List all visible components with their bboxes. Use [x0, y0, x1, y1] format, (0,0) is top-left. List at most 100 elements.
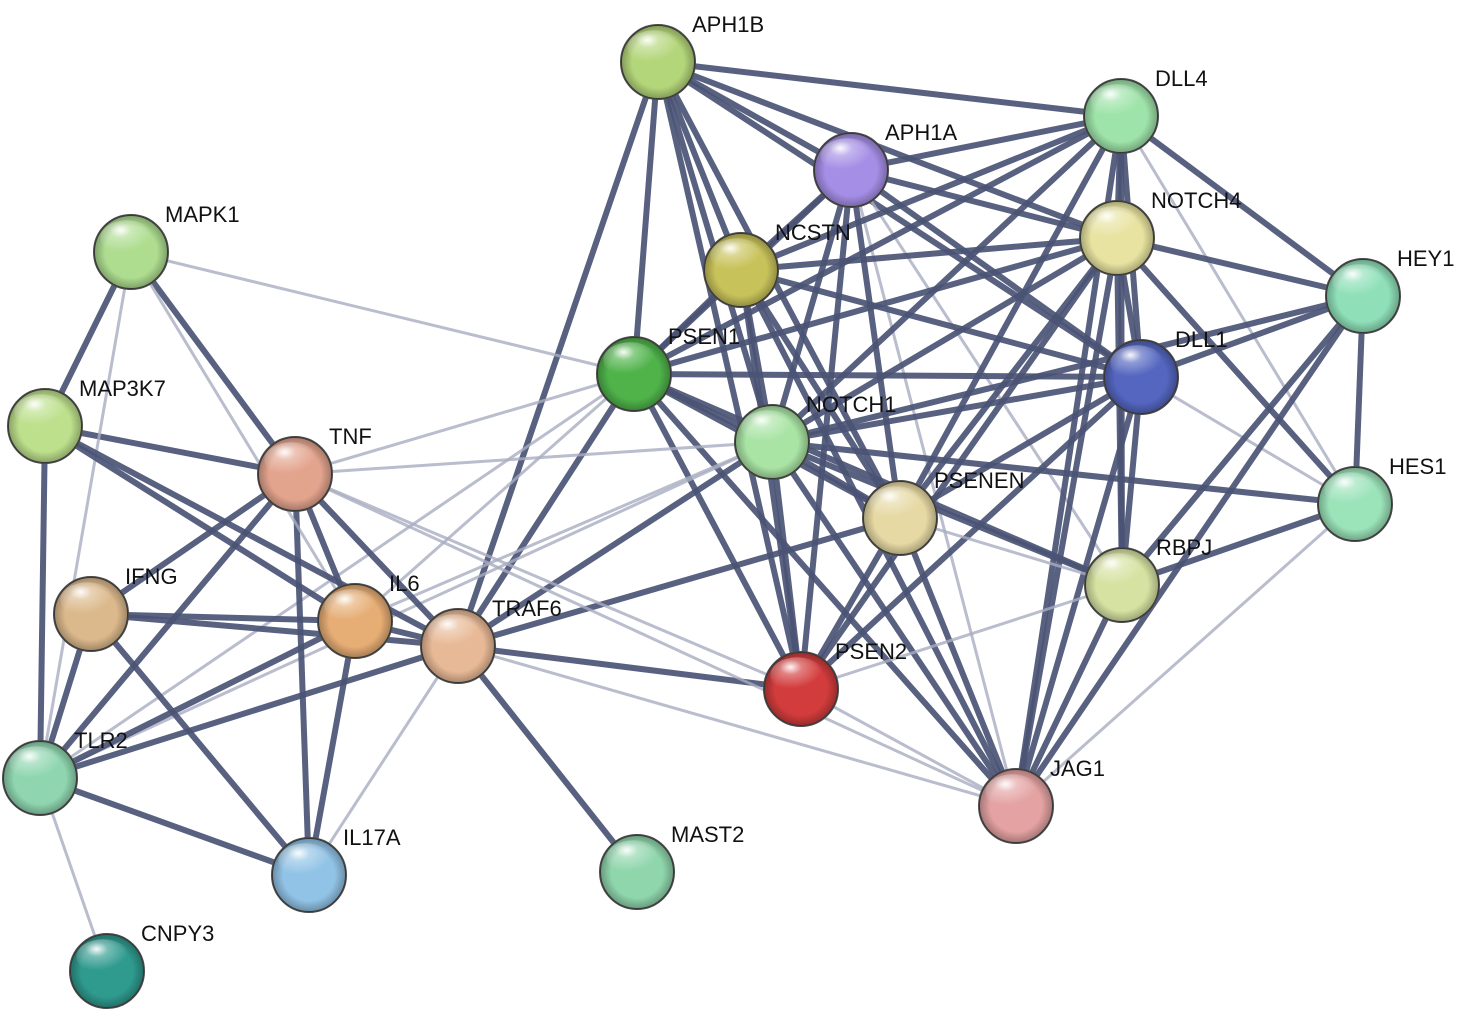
- node-ifng[interactable]: IFNG: [53, 564, 178, 652]
- node-notch1[interactable]: NOTCH1: [734, 392, 896, 480]
- edge-traf6-jag1: [456, 644, 1018, 808]
- edge-aph1a-notch1: [769, 167, 854, 445]
- edges-layer: [37, 59, 1366, 973]
- edge-psenen-traf6: [455, 515, 903, 649]
- node-dll4[interactable]: DLL4: [1083, 66, 1208, 154]
- node-jag1[interactable]: JAG1: [978, 756, 1105, 844]
- edge-rbpj-psen2: [799, 583, 1124, 691]
- edge-dll4-notch1: [769, 113, 1124, 445]
- node-highlight: [1091, 553, 1145, 589]
- edge-aph1b-psenen: [655, 59, 903, 521]
- node-label-tnf: TNF: [329, 424, 372, 449]
- edge-aph1b-dll4: [655, 59, 1124, 119]
- edge-dll1-psenen: [897, 374, 1144, 521]
- node-label-rbpj: RBPJ: [1156, 535, 1212, 560]
- node-label-map3k7: MAP3K7: [79, 376, 166, 401]
- node-highlight: [1086, 206, 1140, 242]
- node-dll1[interactable]: DLL1: [1103, 327, 1228, 415]
- node-aph1b[interactable]: APH1B: [620, 12, 764, 100]
- edge-notch1-hes1: [769, 439, 1358, 507]
- edge-notch4-rbpj: [1114, 235, 1125, 588]
- node-label-notch1: NOTCH1: [806, 392, 896, 417]
- node-label-jag1: JAG1: [1050, 756, 1105, 781]
- node-ncstn[interactable]: NCSTN: [703, 220, 851, 308]
- edge-notch1-psen2: [769, 439, 804, 692]
- edge-tnf-il17a: [292, 471, 312, 878]
- edge-notch1-il6: [353, 440, 774, 623]
- edge-dll1-hes1: [1139, 375, 1357, 506]
- edge-tnf-jag1: [293, 472, 1018, 808]
- edge-psen2-jag1: [799, 687, 1018, 808]
- edge-mapk1-tlr2: [38, 250, 133, 780]
- edge-traf6-tlr2: [37, 643, 461, 781]
- node-hey1[interactable]: HEY1: [1325, 246, 1454, 334]
- edge-tnf-tlr2: [37, 471, 298, 781]
- edge-map3k7-il6: [42, 423, 358, 624]
- node-label-psenen: PSENEN: [934, 468, 1024, 493]
- node-label-notch4: NOTCH4: [1151, 188, 1241, 213]
- edge-tnf-psen2: [293, 472, 803, 691]
- edge-ifng-il17a: [88, 611, 312, 878]
- node-highlight: [820, 138, 874, 174]
- node-il6[interactable]: IL6: [317, 571, 420, 659]
- edge-hey1-rbpj: [1119, 293, 1366, 588]
- node-hes1[interactable]: HES1: [1317, 454, 1446, 542]
- node-mapk1[interactable]: MAPK1: [93, 202, 240, 290]
- node-cnpy3[interactable]: CNPY3: [69, 921, 214, 1009]
- edge-dll4-psen1: [631, 113, 1124, 377]
- node-label-aph1b: APH1B: [692, 12, 764, 37]
- node-tlr2[interactable]: TLR2: [2, 728, 128, 816]
- node-highlight: [427, 614, 481, 650]
- node-notch4[interactable]: NOTCH4: [1079, 188, 1241, 276]
- edge-notch1-hey1: [769, 293, 1366, 445]
- edge-notch4-psen1: [631, 235, 1120, 377]
- node-traf6[interactable]: TRAF6: [420, 596, 562, 684]
- node-label-il17a: IL17A: [343, 825, 401, 850]
- edge-il6-il17a: [306, 618, 358, 878]
- edge-dll4-psenen: [897, 113, 1124, 521]
- edge-hey1-jag1: [1013, 293, 1366, 809]
- node-tnf[interactable]: TNF: [257, 424, 372, 512]
- edge-hes1-jag1: [1014, 502, 1357, 808]
- node-il17a[interactable]: IL17A: [271, 825, 401, 913]
- edge-tlr2-il17a: [37, 775, 312, 878]
- node-map3k7[interactable]: MAP3K7: [7, 376, 166, 464]
- edge-aph1a-notch4: [848, 167, 1120, 241]
- node-psen1[interactable]: PSEN1: [596, 324, 740, 412]
- node-rbpj[interactable]: RBPJ: [1084, 535, 1212, 623]
- node-mast2[interactable]: MAST2: [599, 822, 744, 910]
- node-label-ifng: IFNG: [125, 564, 178, 589]
- edge-notch1-tnf: [293, 440, 774, 476]
- node-psen2[interactable]: PSEN2: [763, 639, 907, 727]
- edge-notch1-jag1: [769, 439, 1019, 809]
- node-label-traf6: TRAF6: [492, 596, 562, 621]
- edge-notch4-jag1: [1013, 235, 1120, 809]
- edge-map3k7-tlr2: [37, 423, 48, 781]
- node-label-psen2: PSEN2: [835, 639, 907, 664]
- node-label-psen1: PSEN1: [668, 324, 740, 349]
- edge-tnf-map3k7: [42, 423, 298, 477]
- node-highlight: [100, 220, 154, 256]
- node-psenen[interactable]: PSENEN: [862, 468, 1024, 556]
- edge-psen1-il6: [353, 372, 636, 623]
- edge-mapk1-il6: [129, 250, 357, 623]
- edge-notch1-traf6: [455, 439, 775, 649]
- node-aph1a[interactable]: APH1A: [813, 120, 957, 208]
- edge-il6-tlr2: [37, 618, 358, 781]
- node-label-il6: IL6: [389, 571, 420, 596]
- edge-dll4-ncstn: [738, 113, 1124, 273]
- edge-aph1b-psen1: [631, 59, 661, 377]
- node-label-tlr2: TLR2: [74, 728, 128, 753]
- node-highlight: [985, 774, 1039, 810]
- edge-ncstn-dll1: [738, 267, 1144, 380]
- edge-aph1b-notch4: [655, 59, 1120, 241]
- node-highlight: [603, 342, 657, 378]
- edge-rbpj-jag1: [1013, 582, 1125, 809]
- node-label-cnpy3: CNPY3: [141, 921, 214, 946]
- edge-dll1-jag1: [1013, 374, 1144, 809]
- edge-psen1-mapk1: [129, 250, 636, 376]
- node-highlight: [264, 442, 318, 478]
- edge-ncstn-notch4: [738, 235, 1120, 273]
